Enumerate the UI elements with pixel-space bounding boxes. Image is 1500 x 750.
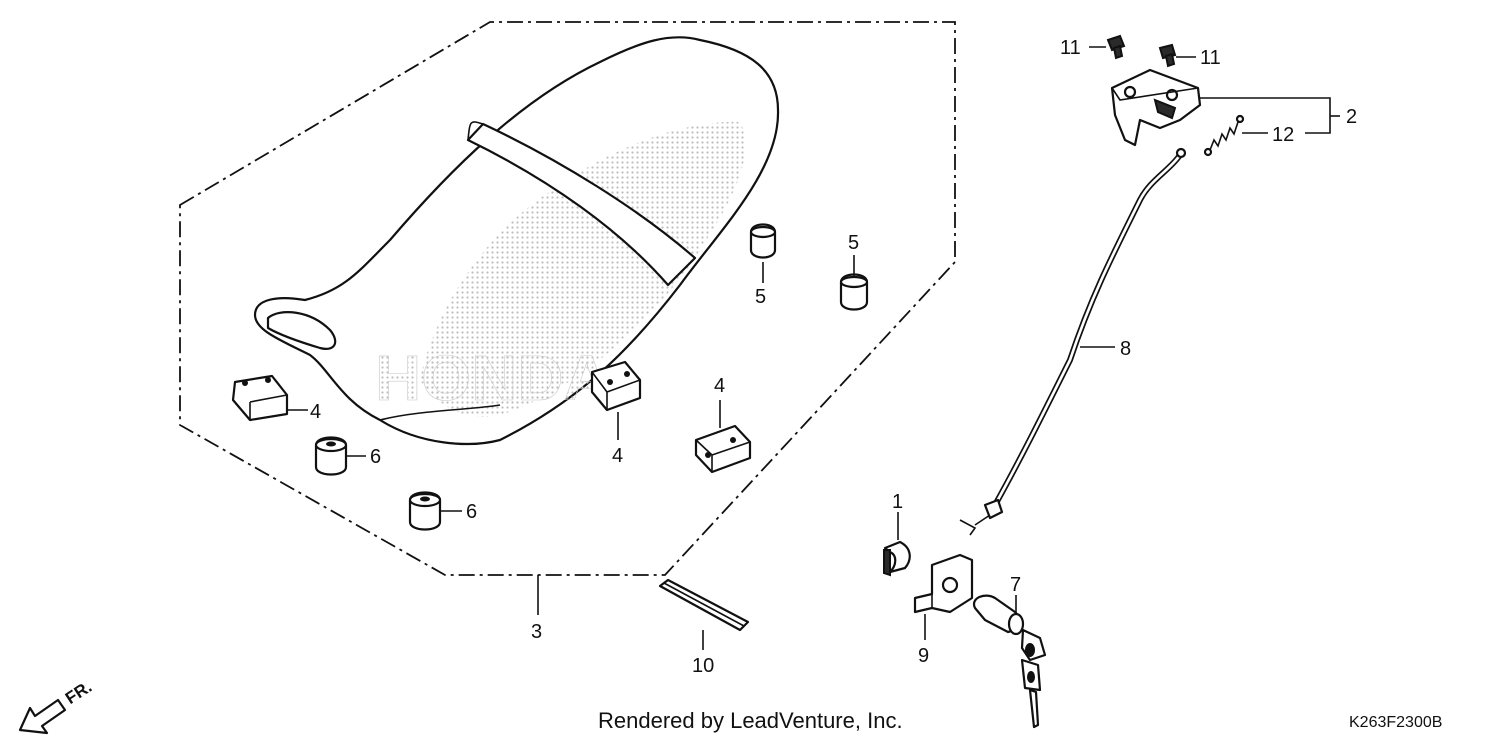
bolt-11-right[interactable]	[1158, 43, 1177, 68]
bracket-9[interactable]	[913, 553, 974, 614]
callout-5b: 5	[848, 232, 859, 254]
callout-11b: 11	[1200, 47, 1221, 69]
rubber-5-right[interactable]	[839, 273, 869, 311]
spring-12[interactable]	[1203, 114, 1245, 157]
cushion-4-left[interactable]	[231, 374, 289, 422]
cushion-4-center[interactable]	[590, 360, 642, 412]
cushion-4-right[interactable]	[694, 424, 752, 474]
callout-4a: 4	[310, 401, 321, 423]
callout-8: 8	[1120, 338, 1131, 360]
callout-2: 2	[1346, 106, 1357, 128]
callout-10: 10	[692, 655, 714, 677]
callout-11a: 11	[1060, 37, 1081, 59]
callout-4c: 4	[714, 375, 725, 397]
diagram-code: K263F2300B	[1349, 714, 1443, 731]
rubber-6-lower[interactable]	[408, 491, 442, 531]
watermark-text: HONDA	[375, 342, 610, 414]
key-cylinder-7[interactable]	[972, 594, 1047, 729]
callout-6a: 6	[370, 446, 381, 468]
callout-5a: 5	[755, 286, 766, 308]
seat-lock-cable-8[interactable]	[959, 147, 1187, 536]
callout-3: 3	[531, 621, 542, 643]
callout-7: 7	[1010, 574, 1021, 596]
callout-9: 9	[918, 645, 929, 667]
callout-12: 12	[1272, 124, 1294, 146]
seat-watermark-pattern	[420, 121, 746, 417]
bolt-11-left[interactable]	[1106, 34, 1126, 60]
clip-1[interactable]	[883, 540, 911, 577]
band-10[interactable]	[658, 578, 750, 632]
render-credit: Rendered by LeadVenture, Inc.	[598, 708, 903, 733]
callout-6b: 6	[466, 501, 477, 523]
callout-4b: 4	[612, 445, 623, 467]
rubber-6-upper[interactable]	[314, 436, 348, 476]
assembly-boundary	[179, 21, 956, 576]
seat[interactable]	[253, 36, 780, 446]
front-arrow-icon	[18, 698, 67, 735]
callout-1: 1	[892, 491, 903, 513]
leader-2	[1200, 97, 1331, 134]
seat-catch-assembly-2[interactable]	[1110, 68, 1202, 147]
rubber-5-left[interactable]	[749, 223, 777, 259]
